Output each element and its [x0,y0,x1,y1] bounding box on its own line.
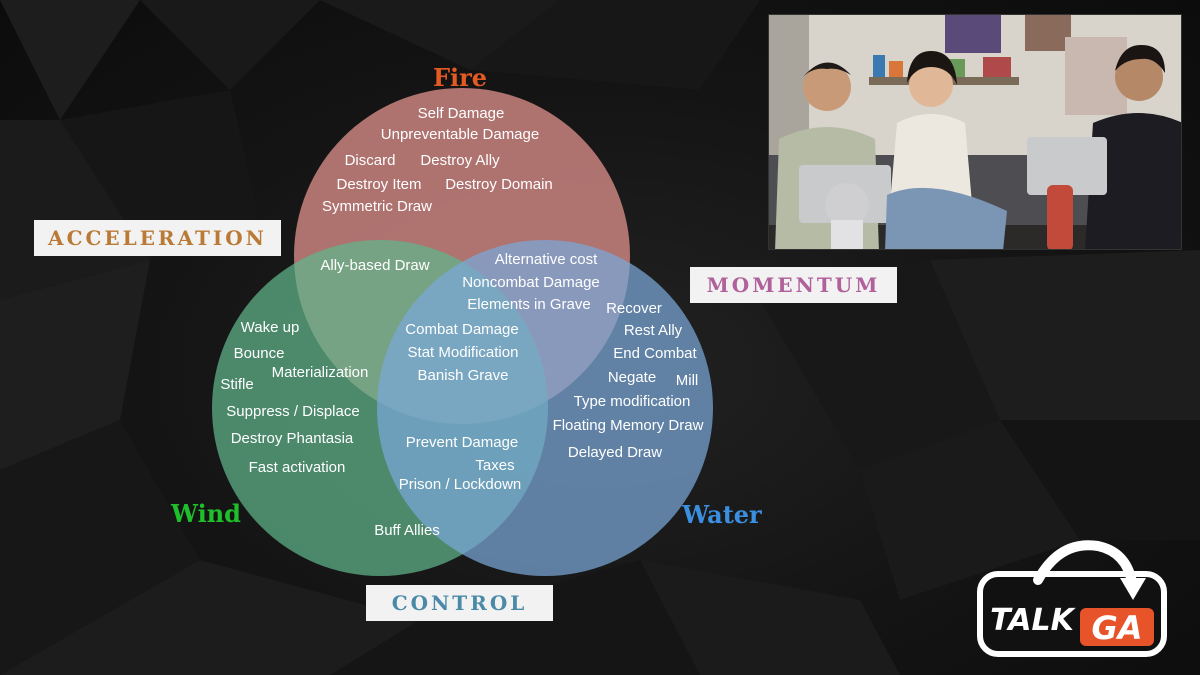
logo-ga-box [1080,608,1154,646]
venn-label-destroy-phantasia: Destroy Phantasia [231,430,354,447]
venn-label-negate: Negate [608,369,656,386]
webcam-poster [1025,15,1071,51]
logo-text-talk: TALK [990,603,1076,638]
venn-label-stifle: Stifle [220,376,253,393]
venn-label-bounce: Bounce [234,345,285,362]
webcam-person-left [803,63,851,111]
bg-shard [1000,420,1200,540]
bg-shard [0,0,140,120]
logo-arrow-head [1120,578,1146,600]
venn-label-destroy-item: Destroy Item [336,176,421,193]
venn-label-combat-damage: Combat Damage [405,321,518,338]
webcam-shelf-item [889,61,903,77]
webcam-person-right [1115,53,1163,101]
venn-label-prevent-damage: Prevent Damage [406,434,519,451]
venn-label-floating-memory-draw: Floating Memory Draw [553,417,704,434]
venn-label-fast-activation: Fast activation [249,459,346,476]
venn-label-discard: Discard [345,152,396,169]
fire-title: Fire [433,63,487,92]
bg-shard [760,260,1000,470]
bg-shard [470,0,760,90]
momentum-tag: MOMENTUM [690,267,897,303]
control-tag: CONTROL [366,585,553,621]
venn-label-destroy-domain: Destroy Domain [445,176,553,193]
venn-label-delayed-draw: Delayed Draw [568,444,662,461]
talkga-logo: TALK GA [977,540,1167,657]
bg-shard [0,560,420,675]
venn-circles [212,88,713,576]
venn-label-buff-allies: Buff Allies [374,522,440,539]
venn-label-symmetric-draw: Symmetric Draw [322,198,432,215]
venn-label-stat-modification: Stat Modification [408,344,519,361]
bg-shard [930,250,1200,420]
venn-label-mill: Mill [676,372,699,389]
webcam-poster [945,15,1001,53]
venn-label-taxes: Taxes [475,457,514,474]
venn-label-alternative-cost: Alternative cost [495,251,598,268]
logo-text-ga: GA [1091,609,1142,647]
water-circle [377,240,713,576]
venn-label-elements-in-grave: Elements in Grave [467,296,590,313]
venn-label-rest-ally: Rest Ally [624,322,683,339]
venn-label-type-modification: Type modification [574,393,691,410]
venn-label-wake-up: Wake up [241,319,300,336]
venn-label-prison-lockdown: Prison / Lockdown [399,476,522,493]
webcam-scene [769,15,1181,249]
bg-shard [640,560,900,675]
bg-shard [0,260,150,470]
water-title: Water [681,500,762,529]
webcam-figurine [825,183,869,227]
venn-label-self-damage: Self Damage [418,105,505,122]
logo-arrow [1033,540,1137,587]
venn-label-recover: Recover [606,300,662,317]
venn-label-unpreventable-damage: Unpreventable Damage [381,126,539,143]
venn-label-banish-grave: Banish Grave [418,367,509,384]
webcam-shelf-item [873,55,885,77]
bg-shard [320,0,560,70]
bg-shard [0,420,200,675]
bg-shard [140,0,320,90]
venn-label-suppress-displace: Suppress / Displace [226,403,359,420]
venn-label-noncombat-damage: Noncombat Damage [462,274,600,291]
webcam-feed [768,14,1182,250]
webcam-person-center [909,63,953,107]
webcam-bottle [1047,185,1073,249]
acceleration-tag: ACCELERATION [34,220,281,256]
wind-title: Wind [170,499,241,528]
venn-label-ally-based-draw: Ally-based Draw [320,257,429,274]
bg-shard [860,420,1080,600]
webcam-shelf-item [983,57,1011,77]
bg-shard [60,90,260,260]
webcam-laptop [1027,137,1107,195]
venn-label-end-combat: End Combat [613,345,697,362]
venn-label-destroy-ally: Destroy Ally [420,152,500,169]
venn-label-materialization: Materialization [272,364,369,381]
